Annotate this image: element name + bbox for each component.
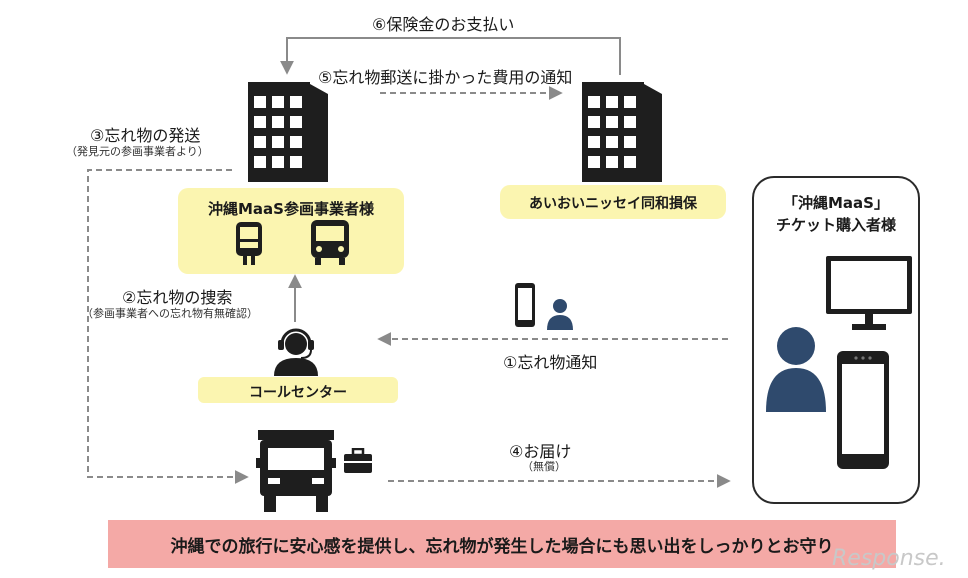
watermark-logo: Response. xyxy=(832,546,946,571)
call-center-box: コールセンター xyxy=(198,377,398,403)
insurer-label: あいおいニッセイ同和損保 xyxy=(529,196,697,212)
step-3-label: ③忘れ物の発送 xyxy=(90,126,201,145)
step-2-label: ②忘れ物の捜索 xyxy=(122,288,233,307)
customer-label-line2: チケット購入者様 xyxy=(775,216,896,234)
arrow-dispatch xyxy=(87,169,249,484)
operators-box: 沖縄MaaS参画事業者様 xyxy=(178,188,404,274)
summary-banner: 沖縄での旅行に安心感を提供し、忘れ物が発生した場合にも思い出をしっかりとお守り xyxy=(108,520,896,568)
smartphone-small-icon xyxy=(515,283,535,327)
step-4-sublabel: （無償） xyxy=(522,460,566,473)
customer-panel: 「沖縄MaaS」 チケット購入者様 xyxy=(752,176,920,504)
step-4-label: ④お届け xyxy=(509,442,572,461)
operators-label: 沖縄MaaS参画事業者様 xyxy=(208,200,374,218)
call-center-label: コールセンター xyxy=(249,385,347,401)
monitor-icon xyxy=(826,256,912,330)
summary-banner-text: 沖縄での旅行に安心感を提供し、忘れ物が発生した場合にも思い出をしっかりとお守り xyxy=(170,536,834,557)
smartphone-large-icon xyxy=(837,351,889,469)
step-2-sublabel: （参画事業者への忘れ物有無確認） xyxy=(82,307,258,320)
headset-operator-icon xyxy=(274,328,318,376)
person-small-icon xyxy=(547,299,573,330)
insurer-building-icon xyxy=(582,82,662,182)
customer-label-line1: 「沖縄MaaS」 xyxy=(783,194,889,212)
bus-icon xyxy=(311,220,349,265)
building-icon xyxy=(248,82,328,182)
insurer-box: あいおいニッセイ同和損保 xyxy=(500,185,726,219)
step-1-label: ①忘れ物通知 xyxy=(503,353,598,372)
person-large-icon xyxy=(766,327,826,412)
arrow-payment xyxy=(280,37,621,75)
truck-icon xyxy=(256,430,336,512)
step-6-label: ⑥保険金のお支払い xyxy=(372,15,515,34)
step-3-sublabel: （発見元の参画事業者より） xyxy=(66,145,209,158)
monorail-icon xyxy=(236,222,262,265)
step-5-label: ⑤忘れ物郵送に掛かった費用の通知 xyxy=(318,68,573,87)
suitcase-icon xyxy=(344,448,372,473)
